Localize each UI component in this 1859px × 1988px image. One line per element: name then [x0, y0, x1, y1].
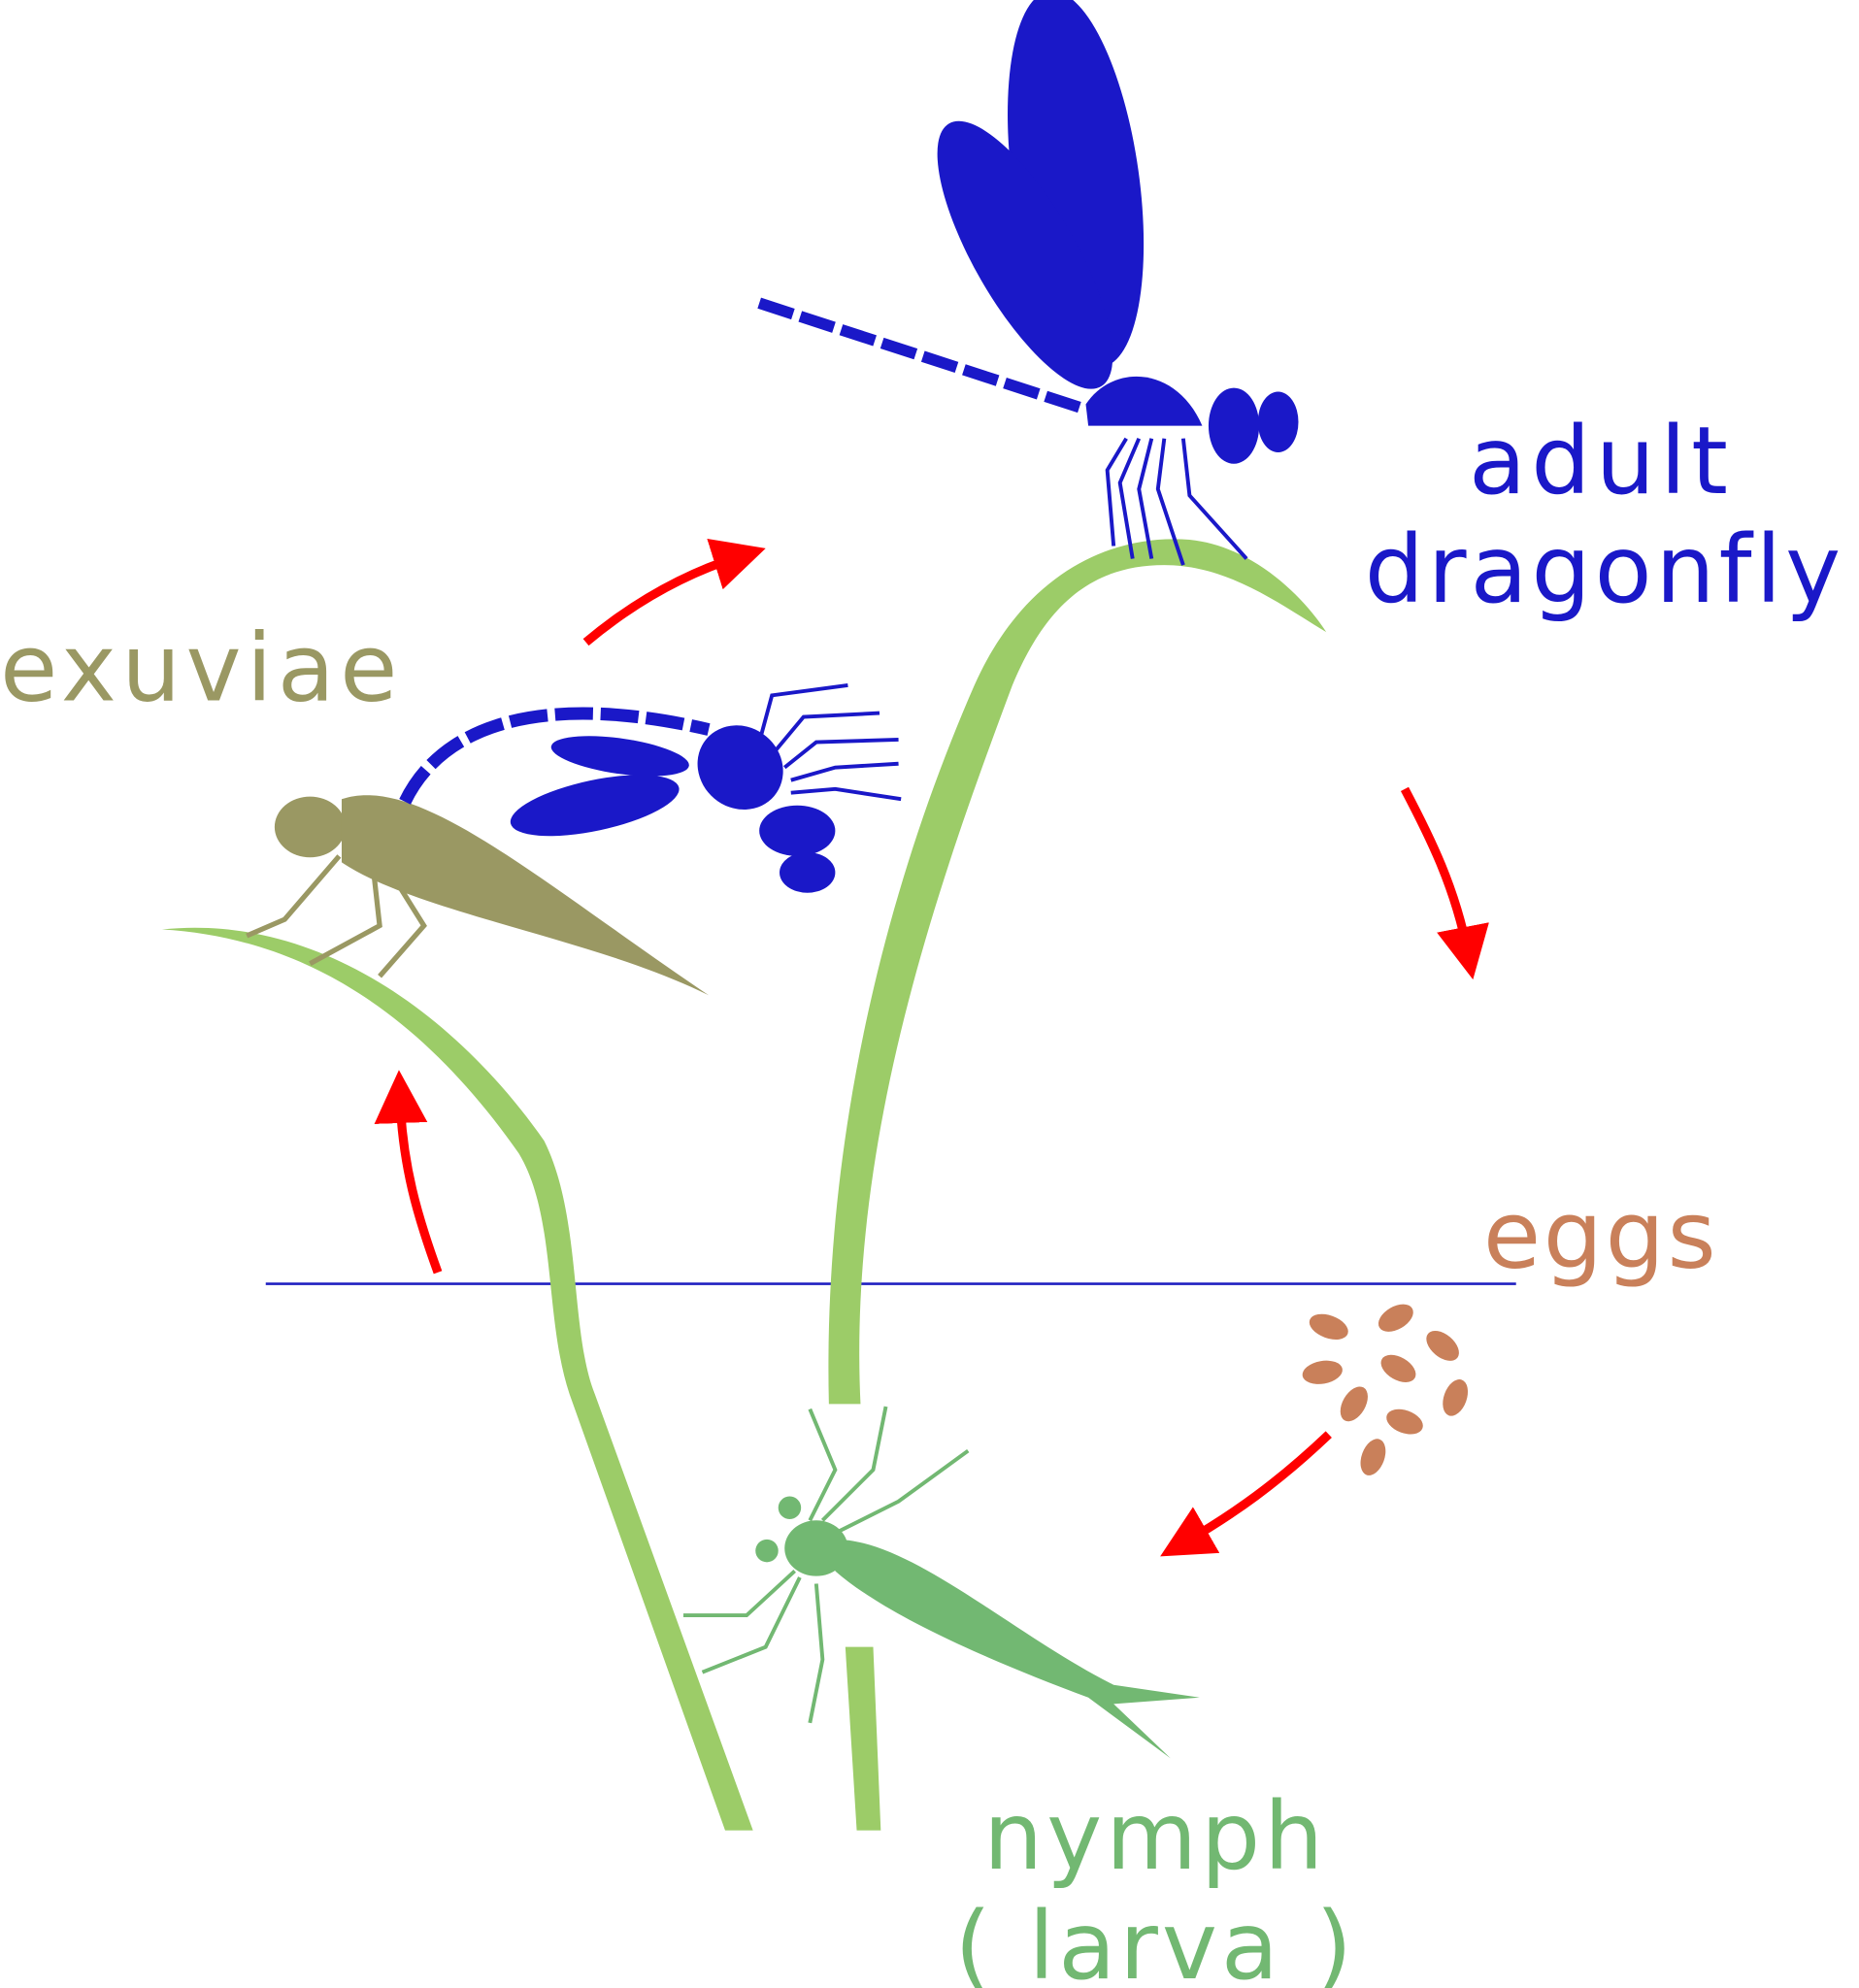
- right-plant-stem-lower: [845, 1646, 881, 1831]
- eggs-illustration: [1302, 1304, 1469, 1475]
- label-eggs: eggs: [1483, 1180, 1718, 1290]
- arrow-eggs-to-nymph: [1160, 1431, 1332, 1557]
- arrow-adult-to-eggs: [1400, 786, 1489, 980]
- arrow-exuviae-to-adult: [582, 538, 766, 646]
- label-nymph: nymph: [983, 1781, 1327, 1891]
- label-larva: ( larva ): [954, 1891, 1356, 1988]
- emerging-dragonfly-illustration: [399, 682, 902, 893]
- label-adult: adult: [1469, 406, 1733, 515]
- label-exuviae: exuviae: [0, 613, 403, 723]
- nymph-illustration: [682, 1406, 1200, 1759]
- adult-dragonfly-illustration: [757, 0, 1299, 566]
- right-plant-stem: [828, 539, 1327, 1405]
- label-dragonfly: dragonfly: [1365, 514, 1844, 624]
- arrow-nymph-to-exuviae: [374, 1070, 443, 1275]
- left-plant-stem: [161, 927, 753, 1831]
- exuviae-illustration: [246, 795, 710, 996]
